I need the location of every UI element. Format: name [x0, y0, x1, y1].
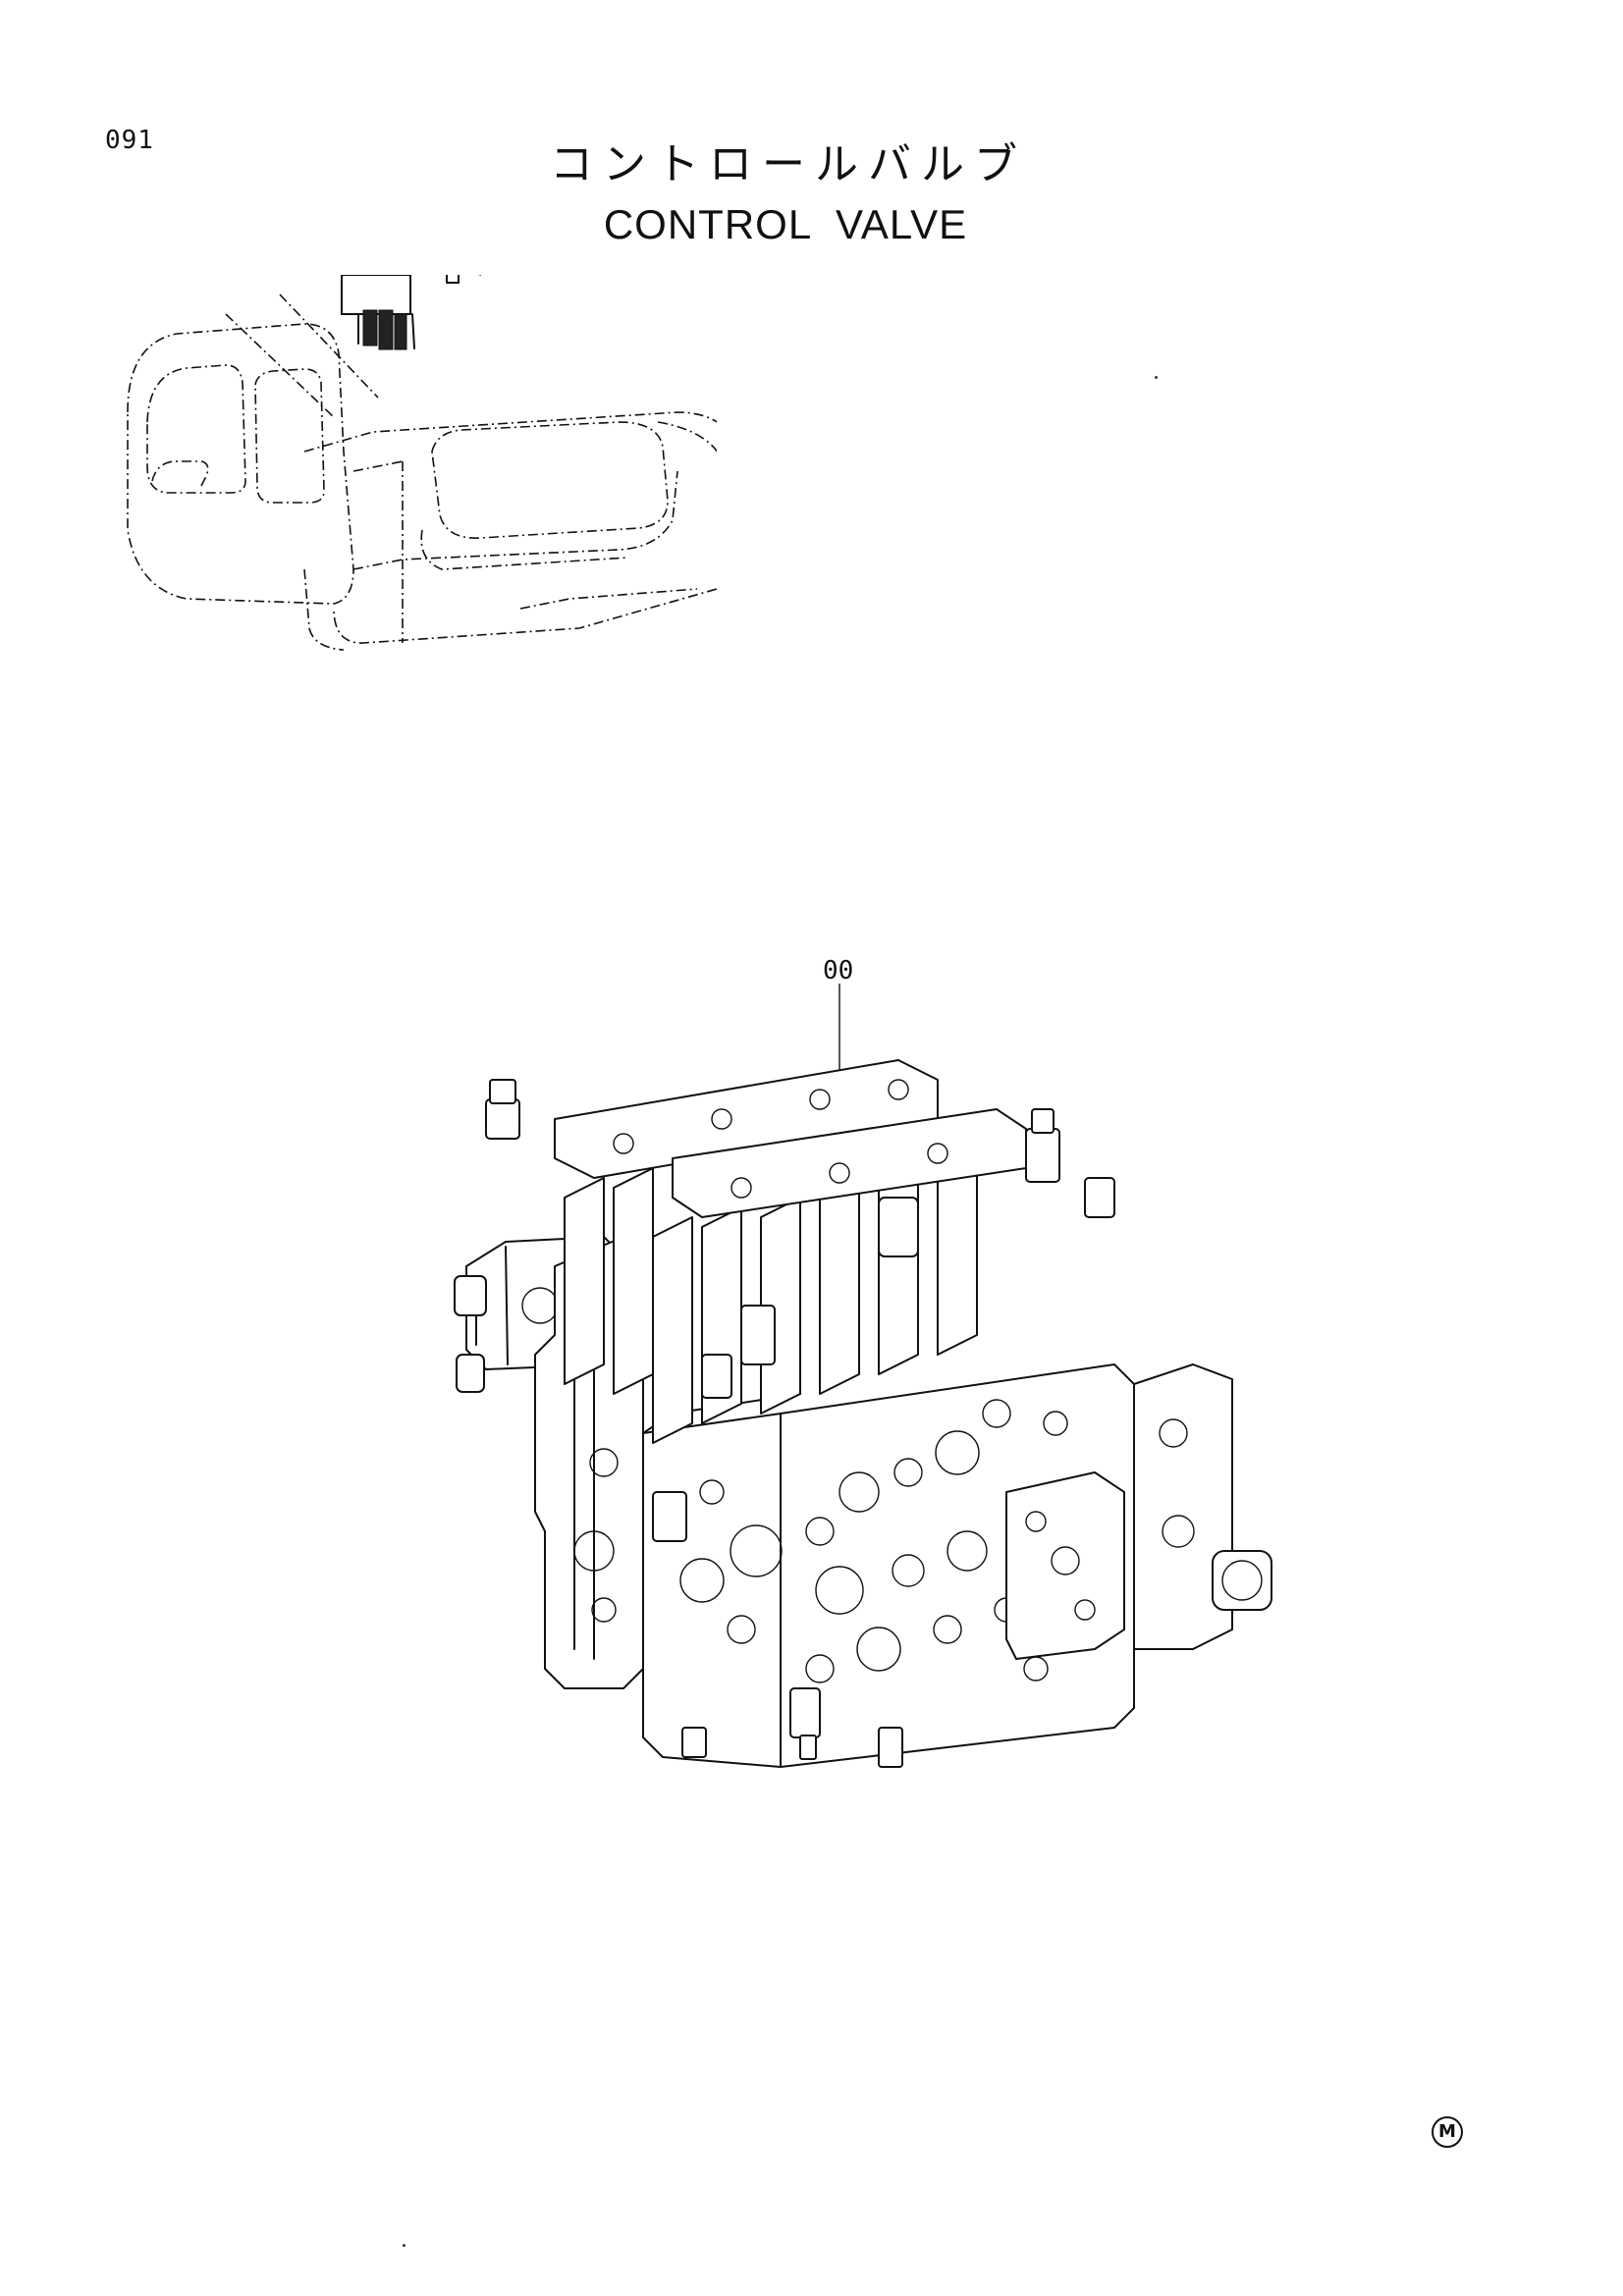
port-holes	[679, 1399, 1109, 1683]
page-title-english: CONTROL VALVE	[603, 201, 968, 247]
control-valve-location-marker	[341, 275, 481, 350]
title-block: コントロールバルブ CONTROL VALVE	[550, 137, 1021, 253]
stray-mark	[403, 2244, 406, 2247]
page-number: 091	[105, 126, 154, 155]
fittings	[485, 1079, 1115, 1768]
control-valve-assembly-drawing	[454, 984, 1272, 1768]
excavator-locator-illustration	[127, 275, 717, 651]
part-callout-label: 00	[823, 956, 854, 986]
page-title-japanese: コントロールバルブ	[550, 139, 1027, 189]
stray-mark	[1155, 376, 1158, 379]
registered-mark: M	[1432, 2116, 1463, 2148]
